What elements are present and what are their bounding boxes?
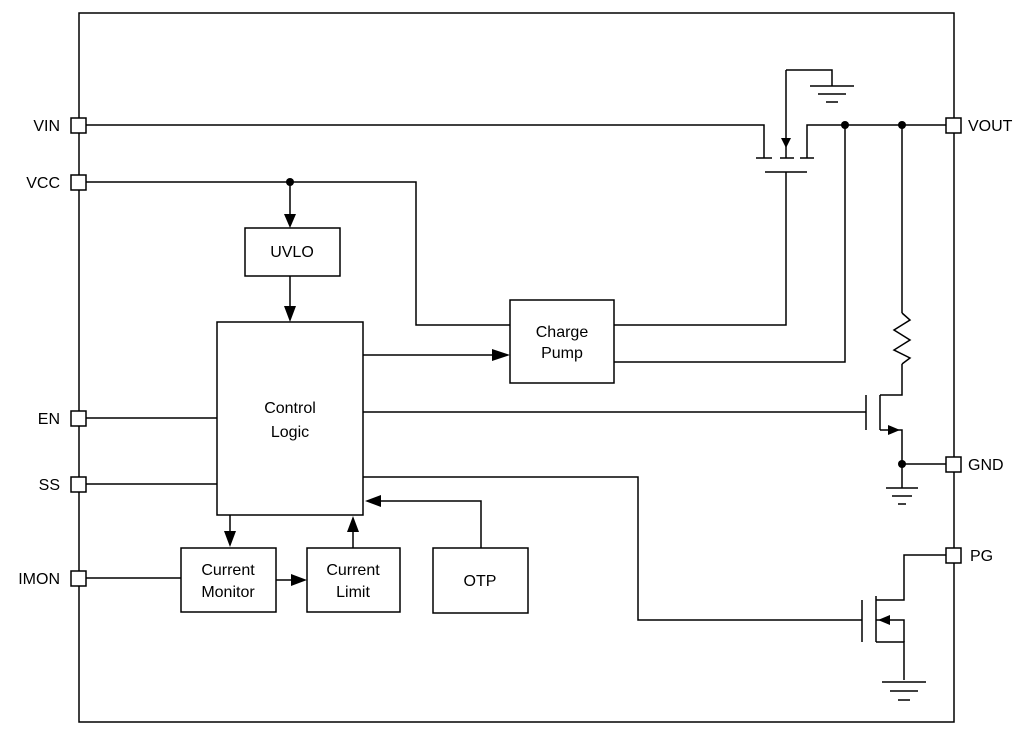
pin-ss: SS xyxy=(39,476,87,494)
arrow-limit-control xyxy=(347,516,359,532)
control-logic-block: Control Logic xyxy=(216,321,364,516)
arrow-monitor-limit xyxy=(291,574,307,586)
current-limit-block: Current Limit xyxy=(306,547,401,613)
arrow-vcc-uvlo xyxy=(284,214,296,228)
junction-vout-1 xyxy=(841,121,849,129)
current-monitor-label-1: Current xyxy=(201,562,255,579)
arrow-control-cp xyxy=(492,349,510,361)
charge-pump-label-1: Charge xyxy=(536,324,589,341)
resistor xyxy=(892,312,912,365)
wire-vcc xyxy=(86,181,510,326)
charge-pump-block: Charge Pump xyxy=(509,299,615,384)
pin-imon-label: IMON xyxy=(18,571,60,588)
otp-label: OTP xyxy=(464,573,497,590)
control-logic-label-1: Control xyxy=(264,400,316,417)
ground-symbol-mid xyxy=(886,464,918,505)
current-limit-label-1: Current xyxy=(326,562,380,579)
pin-en-label: EN xyxy=(38,411,60,428)
uvlo-block: UVLO xyxy=(244,227,341,277)
chip-outline xyxy=(78,12,955,723)
uvlo-label: UVLO xyxy=(270,244,314,261)
wire-otp-control xyxy=(381,500,482,548)
current-limit-label-2: Limit xyxy=(336,584,370,601)
pin-vin-label: VIN xyxy=(33,118,60,135)
current-monitor-label-2: Monitor xyxy=(201,584,255,601)
wire-cp-vout xyxy=(614,125,846,363)
wire-control-pg xyxy=(363,476,862,621)
pin-vout: VOUT xyxy=(945,117,1013,135)
arrow-otp-control xyxy=(365,495,381,507)
control-logic-label-2: Logic xyxy=(271,424,309,441)
pin-gnd: GND xyxy=(945,456,1004,474)
otp-block: OTP xyxy=(432,547,529,614)
ground-symbol-top xyxy=(786,69,854,103)
pin-pg-label: PG xyxy=(970,548,993,565)
pin-vout-label: VOUT xyxy=(968,118,1013,135)
pin-gnd-label: GND xyxy=(968,457,1004,474)
wire-cp-gate xyxy=(614,172,787,326)
pin-pg: PG xyxy=(945,547,993,565)
pin-en: EN xyxy=(38,410,87,428)
current-monitor-block: Current Monitor xyxy=(180,547,277,613)
pin-ss-label: SS xyxy=(39,477,60,494)
pin-imon: IMON xyxy=(18,570,87,588)
wire-pg-pin xyxy=(876,554,946,601)
ground-symbol-bottom xyxy=(882,681,926,701)
wire-vin xyxy=(86,124,765,158)
pin-vcc-label: VCC xyxy=(26,175,60,192)
discharge-mosfet xyxy=(865,364,903,464)
charge-pump-label-2: Pump xyxy=(541,345,583,362)
pin-vcc: VCC xyxy=(26,174,87,192)
arrow-control-monitor xyxy=(224,531,236,547)
pin-vin: VIN xyxy=(33,117,87,135)
pg-mosfet xyxy=(861,596,905,680)
arrow-uvlo-control xyxy=(284,306,296,322)
